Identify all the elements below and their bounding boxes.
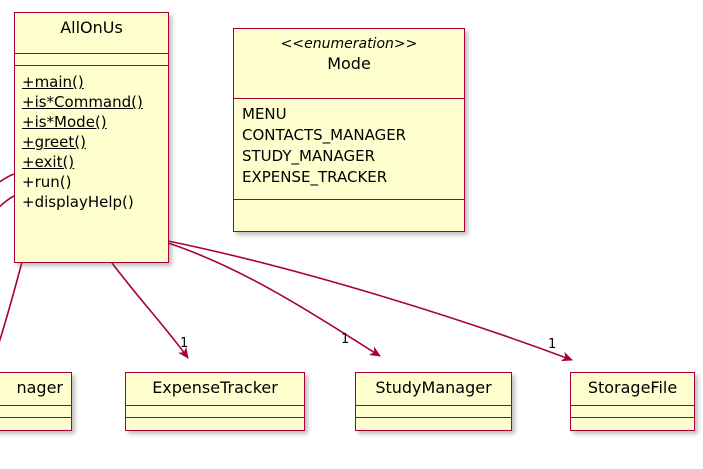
edge-allonus-expensetracker xyxy=(111,262,189,359)
enum-mode-literals: MENU CONTACTS_MANAGER STUDY_MANAGER EXPE… xyxy=(234,99,464,200)
enum-mode-title: <<enumeration>> Mode xyxy=(234,29,464,99)
class-storagefile-methods xyxy=(571,418,694,430)
edge-allonus-offcanvas-upper xyxy=(0,173,15,183)
method-greet: +greet() xyxy=(22,133,86,151)
enum-literal-menu: MENU xyxy=(242,105,287,123)
enum-mode-name: Mode xyxy=(327,54,371,74)
enum-stereotype: <<enumeration>> xyxy=(280,36,418,52)
class-allonus[interactable]: AllOnUs +main() +is*Command() +is*Mode()… xyxy=(14,12,169,263)
class-contactsmanager-methods xyxy=(0,418,71,430)
class-allonus-methods: +main() +is*Command() +is*Mode() +greet(… xyxy=(15,66,168,218)
enum-literal-contacts-manager: CONTACTS_MANAGER xyxy=(242,126,407,144)
class-storagefile-attributes xyxy=(571,406,694,418)
method-display-help: +displayHelp() xyxy=(22,193,134,211)
edge-allonus-storagefile xyxy=(167,240,573,362)
edge-allonus-studymanager xyxy=(167,242,381,357)
class-studymanager-attributes xyxy=(356,406,511,418)
class-allonus-attributes xyxy=(15,54,168,66)
method-is-command: +is*Command() xyxy=(22,93,143,111)
class-studymanager[interactable]: StudyManager xyxy=(355,372,512,431)
class-expensetracker-attributes xyxy=(126,406,304,418)
class-contactsmanager-attributes xyxy=(0,406,71,418)
method-exit: +exit() xyxy=(22,153,75,171)
enum-literal-expense-tracker: EXPENSE_TRACKER xyxy=(242,168,388,186)
class-expensetracker-methods xyxy=(126,418,304,430)
edge-allonus-contactsmanager xyxy=(0,261,23,343)
class-allonus-title: AllOnUs xyxy=(15,13,168,54)
class-storagefile-title: StorageFile xyxy=(571,373,694,406)
method-run: +run() xyxy=(22,173,72,191)
edge-multiplicity-storagefile: 1 xyxy=(548,337,557,352)
edge-multiplicity-expensetracker: 1 xyxy=(180,336,189,351)
class-storagefile[interactable]: StorageFile xyxy=(570,372,695,431)
class-contactsmanager[interactable]: nager xyxy=(0,372,72,431)
class-studymanager-title: StudyManager xyxy=(356,373,511,406)
edge-allonus-offcanvas-lower xyxy=(0,195,15,208)
enum-mode[interactable]: <<enumeration>> Mode MENU CONTACTS_MANAG… xyxy=(233,28,465,232)
class-expensetracker[interactable]: ExpenseTracker xyxy=(125,372,305,431)
edge-multiplicity-studymanager: 1 xyxy=(341,332,350,347)
enum-mode-methods xyxy=(234,200,464,212)
method-main: +main() xyxy=(22,73,84,91)
class-expensetracker-title: ExpenseTracker xyxy=(126,373,304,406)
class-contactsmanager-title: nager xyxy=(0,373,71,406)
class-studymanager-methods xyxy=(356,418,511,430)
method-is-mode: +is*Mode() xyxy=(22,113,107,131)
enum-literal-study-manager: STUDY_MANAGER xyxy=(242,147,376,165)
